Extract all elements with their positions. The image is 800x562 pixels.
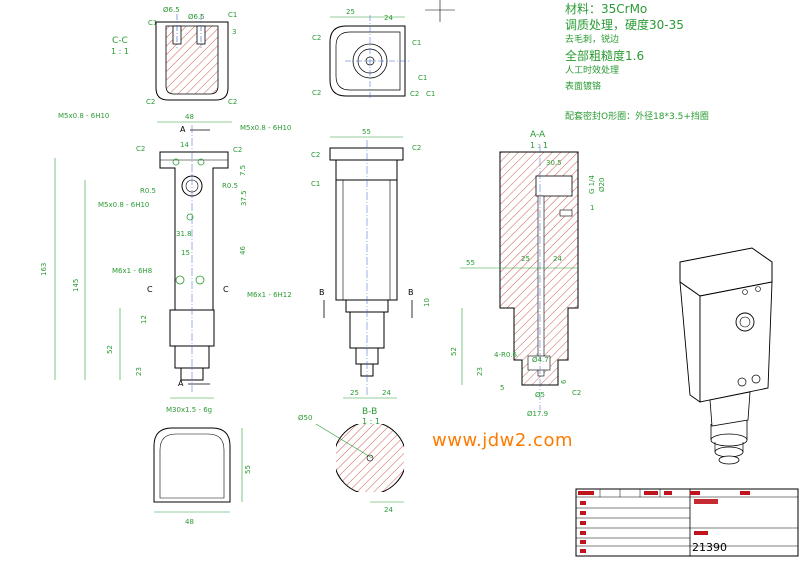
- dim-front-m6b: M6x1 - 6H12: [247, 291, 292, 299]
- dim-front-145: 145: [72, 279, 80, 292]
- dim-aa-5: 5: [500, 384, 504, 392]
- dim-top-24: 24: [384, 14, 393, 22]
- dim-side-c2b: C2: [412, 144, 421, 152]
- dim-aa-305: 30.5: [546, 159, 562, 167]
- section-cc-view: C-C 1 : 1 Ø6.5 Ø6.5 C1 C1 3 C2 C2: [111, 6, 237, 106]
- dim-top-c2a: C2: [312, 34, 321, 42]
- dim-front-r05a: R0.5: [140, 187, 156, 195]
- dim-side-24: 24: [382, 389, 391, 397]
- dim-aa-6: 6: [560, 379, 568, 384]
- dim-front-m6a: M6x1 - 6H8: [112, 267, 152, 275]
- section-aa-view: A-A 1 : 1 30.5 G 1/4 Ø20 1 55 25 24 52 2…: [450, 130, 606, 418]
- label-front-c: C: [147, 285, 153, 294]
- dim-cc-c2a: C2: [146, 98, 155, 106]
- dim-front-318: 31.8: [176, 230, 192, 238]
- dim-aa-c2: C2: [572, 389, 581, 397]
- dim-aa-d20: Ø20: [598, 178, 606, 192]
- dim-front-12: 12: [140, 315, 148, 324]
- dim-front-23: 23: [135, 367, 143, 376]
- dim-top-c1a: C1: [412, 39, 421, 47]
- section-aa-scale: 1 : 1: [530, 141, 548, 150]
- dim-bb-24: 24: [384, 506, 393, 514]
- note-plating: 表面镀铬: [565, 81, 602, 92]
- dim-cc-c1: C1: [148, 19, 157, 27]
- drawing-number: 21390: [692, 541, 727, 554]
- note-aging: 人工时效处理: [565, 66, 620, 76]
- front-view: 48 M5x0.8 - 6H10 M5x0.8 - 6H10 M5x0.8 - …: [40, 112, 292, 414]
- section-cc-scale: 1 : 1: [111, 47, 129, 56]
- dim-top-c1c: C1: [426, 90, 435, 98]
- dim-front-m5c: M5x0.8 - 6H10: [98, 201, 149, 209]
- bottom-view: 48 55: [153, 427, 252, 526]
- dim-front-46: 46: [239, 246, 247, 255]
- dim-cc-3: 3: [232, 28, 236, 36]
- dim-aa-d179: Ø17.9: [527, 410, 548, 418]
- dim-top-c1b: C1: [418, 74, 427, 82]
- section-cc-title: C-C: [112, 36, 128, 46]
- dim-aa-55: 55: [466, 259, 475, 267]
- note-oring: 配套密封O形圈：外径18*3.5+挡圈: [565, 112, 709, 122]
- note-roughness: 全部粗糙度1.6: [565, 48, 645, 63]
- label-front-a: A: [180, 125, 186, 134]
- dim-front-75: 7.5: [239, 165, 247, 176]
- dim-aa-1: 1: [590, 204, 594, 212]
- dim-side-c1: C1: [311, 180, 320, 188]
- dim-front-c2b: C2: [233, 146, 242, 154]
- dim-front-52: 52: [106, 345, 114, 354]
- dim-cc-d2: Ø6.5: [188, 13, 205, 21]
- section-bb-view: B-B 1 : 1 Ø50 24: [298, 407, 404, 514]
- dim-front-48: 48: [185, 113, 194, 121]
- dim-side-55: 55: [362, 128, 371, 136]
- note-treatment: 调质处理，硬度30-35: [565, 17, 684, 32]
- technical-notes: 材料：35CrMo 调质处理，硬度30-35 去毛刺，锐边 全部粗糙度1.6 人…: [565, 2, 797, 126]
- note-material: 材料：35CrMo: [565, 2, 648, 16]
- dim-aa-4r: 4-R0.6: [494, 351, 518, 359]
- dim-front-r05b: R0.5: [222, 182, 238, 190]
- dim-cc-d1: Ø6.5: [163, 6, 180, 14]
- note-deburr: 去毛刺，锐边: [565, 35, 620, 45]
- dim-bb-d50: Ø50: [298, 414, 312, 422]
- title-block: [575, 488, 799, 557]
- dim-front-163: 163: [40, 263, 48, 276]
- dim-front-m30: M30x1.5 - 6g: [166, 406, 212, 414]
- isometric-view: [679, 247, 773, 465]
- label-side-b2: B: [408, 288, 414, 297]
- dim-front-375: 37.5: [240, 190, 248, 206]
- label-front-c2: C: [223, 285, 229, 294]
- dim-front-14: 14: [180, 141, 189, 149]
- section-aa-title: A-A: [530, 130, 546, 140]
- dim-aa-d5: Ø5: [535, 391, 545, 399]
- dim-front-c2: C2: [136, 145, 145, 153]
- dim-aa-g14: G 1/4: [588, 175, 596, 194]
- dim-top-c2c: C2: [410, 90, 419, 98]
- dim-aa-25: 25: [521, 255, 530, 263]
- dim-aa-52: 52: [450, 347, 458, 356]
- dim-cc-c2b: C2: [228, 98, 237, 106]
- section-bb-title: B-B: [362, 407, 377, 417]
- dim-bot-48: 48: [185, 518, 194, 526]
- dim-aa-23: 23: [476, 367, 484, 376]
- section-bb-scale: 1 : 1: [362, 417, 380, 426]
- dim-top-25: 25: [346, 8, 355, 16]
- dim-side-25: 25: [350, 389, 359, 397]
- dim-top-c2b: C2: [312, 89, 321, 97]
- dim-aa-24: 24: [553, 255, 562, 263]
- dim-cc-c1b: C1: [228, 11, 237, 19]
- top-view: 25 24 C2 C1 C2 C1 C2 C1: [312, 0, 455, 100]
- dim-front-m5b: M5x0.8 - 6H10: [240, 124, 291, 132]
- label-side-b: B: [319, 288, 325, 297]
- watermark-url: www.jdw2.com: [432, 430, 573, 451]
- side-view: 55 C2 C2 C1 B B 10 25 24: [311, 128, 431, 399]
- dim-front-m5a: M5x0.8 - 6H10: [58, 112, 109, 120]
- dim-side-c2a: C2: [311, 151, 320, 159]
- dim-bot-55: 55: [244, 465, 252, 474]
- label-front-a2: A: [178, 379, 184, 388]
- dim-aa-d47: Ø4.7: [532, 356, 549, 364]
- dim-side-10: 10: [423, 298, 431, 307]
- dim-front-15: 15: [181, 249, 190, 257]
